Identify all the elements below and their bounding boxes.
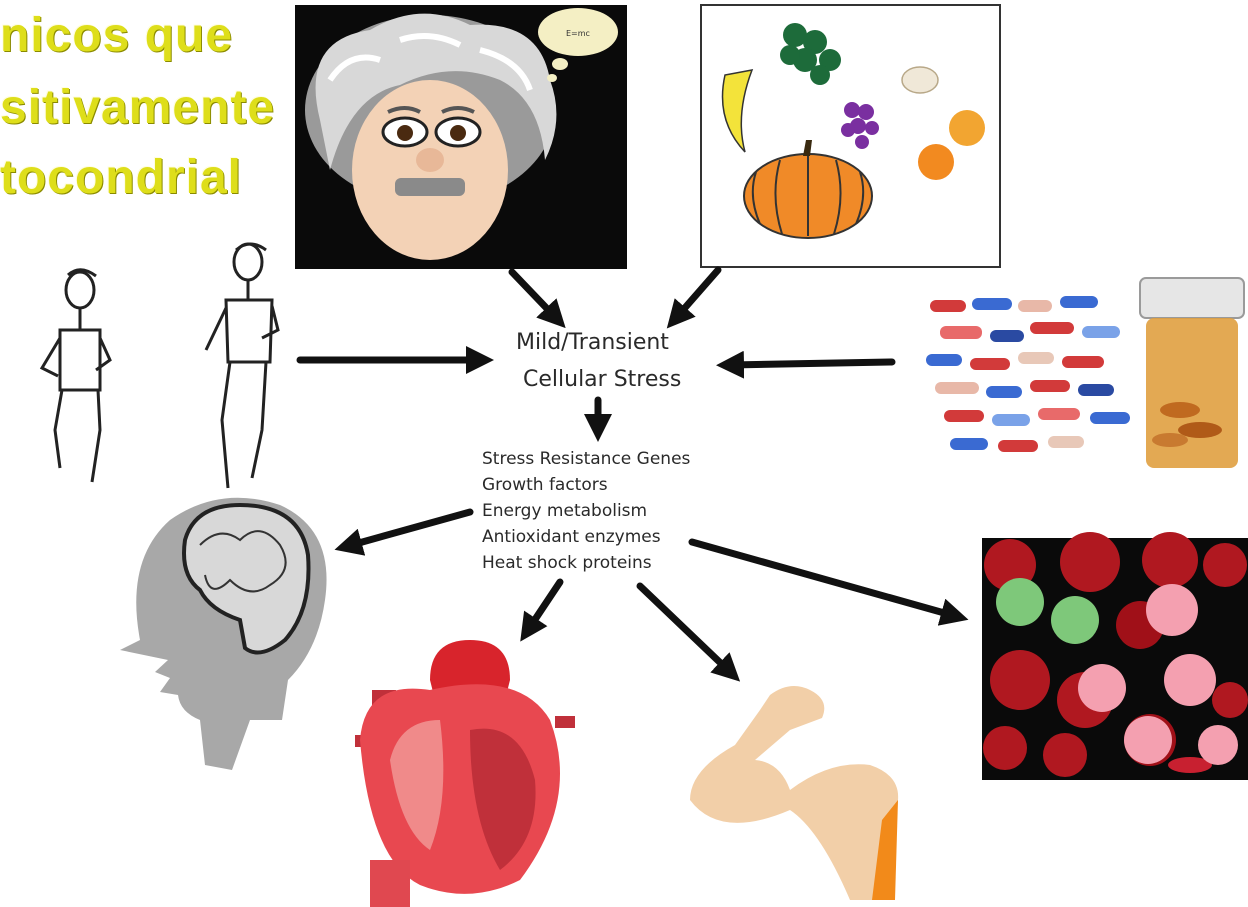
thought-bubble-text: E=mc (566, 29, 590, 38)
pill-bottle-icon (1140, 278, 1244, 468)
gene-item: Energy metabolism (482, 501, 647, 521)
runner-left-icon (42, 270, 110, 482)
arrow-to-heart (528, 582, 560, 630)
einstein-panel: E=mc (295, 5, 627, 269)
blood-cells-panel (982, 532, 1248, 780)
center-label-line-2: Cellular Stress (523, 367, 681, 392)
center-label-line-1: Mild/Transient (516, 330, 669, 355)
gene-item: Antioxidant enzymes (482, 527, 661, 547)
arrow-to-muscle (640, 586, 730, 672)
arrow-to-brain (348, 512, 470, 546)
pills-panel (926, 278, 1244, 468)
orange-small-icon (949, 110, 985, 146)
gene-item: Heat shock proteins (482, 553, 652, 573)
runner-right-icon (206, 244, 278, 488)
arrow-to-blood-cells (692, 542, 955, 616)
orange-icon (918, 144, 954, 180)
heart-icon (355, 640, 575, 907)
gene-item: Growth factors (482, 475, 608, 495)
head-brain-icon (120, 498, 327, 770)
garlic-icon (902, 67, 938, 93)
einstein-face-icon (352, 80, 508, 260)
runners-icon (42, 244, 278, 488)
arrow-pills-to-stress (730, 362, 892, 365)
arrow-einstein-to-stress (512, 272, 556, 318)
gene-item: Stress Resistance Genes (482, 449, 690, 469)
arm-muscle-icon (690, 686, 898, 900)
pills-icon (926, 296, 1130, 452)
food-panel (701, 5, 1000, 267)
arrow-food-to-stress (676, 270, 718, 318)
